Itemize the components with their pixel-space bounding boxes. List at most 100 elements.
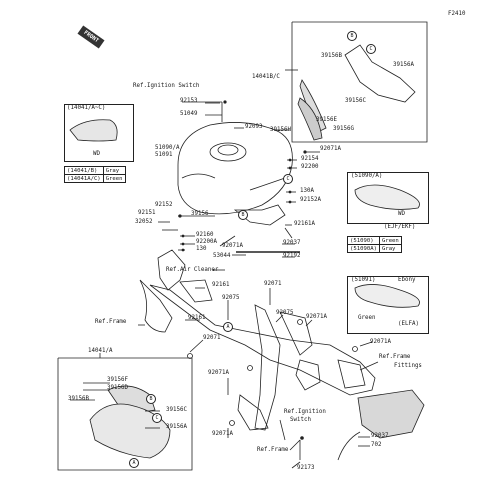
main-frame — [149, 284, 376, 396]
inset-model-code: (ELFA) — [398, 321, 419, 327]
part-label: 92160 — [196, 232, 214, 238]
emblem-elfa — [354, 284, 420, 308]
part-label: 92151 — [138, 210, 156, 216]
part-label: 92071A — [212, 431, 233, 437]
callout-circle: A — [129, 458, 139, 468]
reference-label: Ref.Frame — [379, 354, 411, 360]
reference-label: Ref.Frame — [257, 447, 289, 453]
table-cell: (51090) — [347, 236, 380, 245]
part-label: 92192 — [283, 253, 301, 259]
inset-color: Green — [358, 315, 376, 321]
part-label: 92161 — [212, 282, 230, 288]
part-label: 130 — [196, 246, 207, 252]
down-tube — [254, 304, 281, 431]
part-label: 39156F — [107, 377, 128, 383]
callout-circle: C — [152, 413, 162, 423]
table-cell: (14041/B) — [64, 166, 104, 175]
part-label: 92154 — [301, 156, 319, 162]
side-cover-right — [344, 44, 416, 103]
shroud-upper — [107, 385, 156, 416]
table-cell: Green — [102, 174, 126, 183]
shroud-lower — [89, 403, 171, 459]
part-label: 702 — [371, 442, 382, 448]
steering-head — [139, 279, 173, 333]
part-label: 39156 — [191, 211, 209, 217]
table-cell: (14041A/C) — [64, 174, 104, 183]
inset-frame-bottom-left — [57, 357, 193, 471]
part-label: 39156A — [166, 424, 187, 430]
callout-circle: B — [347, 31, 357, 41]
callout-circle: A — [223, 322, 233, 332]
callout-circle: B — [238, 210, 248, 220]
part-label: 14041/A — [88, 348, 113, 354]
shroud-piece-top-left — [69, 119, 118, 142]
inset-emblem-ejf — [347, 172, 429, 224]
part-label: 92037 — [283, 240, 301, 246]
part-label: 92200 — [301, 164, 319, 170]
inset-model-code: WD — [398, 211, 405, 217]
reference-label: Fittings — [394, 363, 422, 369]
part-label: 92071 — [264, 281, 282, 287]
part-label: 14041B/C — [252, 74, 280, 80]
part-label: 51049 — [180, 111, 198, 117]
part-label: 92071A — [306, 314, 327, 320]
part-label: 39156E — [316, 117, 337, 123]
inset-color: Ebony — [398, 277, 416, 283]
callout-circle: B — [146, 394, 156, 404]
inset-title: (51091) — [351, 277, 376, 283]
reference-label: Ref.Ignition — [284, 409, 326, 415]
color-table-51090: (51090)Green (51090A)Gray — [347, 236, 402, 253]
table-cell: (51090A) — [347, 244, 380, 253]
fuel-cap-seat — [209, 142, 247, 162]
emblem-ejf — [354, 184, 420, 210]
part-label: 32052 — [135, 219, 153, 225]
rear-fender-inner — [357, 389, 425, 439]
part-label: 92071A — [208, 370, 229, 376]
part-label: 92093 — [245, 124, 263, 130]
part-label: 92071A — [320, 146, 341, 152]
reference-label: Ref.Ignition Switch — [133, 83, 200, 89]
part-label: 51090/A — [155, 145, 180, 151]
part-label: 39156H — [270, 127, 291, 133]
part-label: 39156B — [68, 396, 89, 402]
part-label: 92071 — [203, 335, 221, 341]
part-label: 92173 — [297, 465, 315, 471]
part-label: 92161A — [294, 221, 315, 227]
part-label: 92152 — [155, 202, 173, 208]
part-label: 92037 — [371, 433, 389, 439]
reference-label: Switch — [290, 417, 311, 423]
figure-code: F2410 — [448, 11, 466, 17]
part-label: 92075 — [276, 310, 294, 316]
color-table-14041: (14041/B)Gray (14041A/C)Green — [64, 166, 126, 183]
inset-shroud-color — [64, 104, 134, 162]
part-label: 39156B — [321, 53, 342, 59]
engine-mount — [237, 394, 269, 431]
callout-circle: C — [283, 174, 293, 184]
part-label: 39156C — [166, 407, 187, 413]
part-label: 92152A — [300, 197, 321, 203]
inset-frame-top-right — [291, 21, 428, 143]
part-label: 51091 — [155, 152, 173, 158]
part-label: 39156D — [107, 385, 128, 391]
callout-circle: C — [366, 44, 376, 54]
table-cell: Gray — [378, 244, 402, 253]
part-label: 39156A — [393, 62, 414, 68]
reference-label: Ref.Air Cleaner — [166, 267, 219, 273]
inset-title: (14041/A~C) — [67, 105, 106, 111]
fuel-tank — [177, 122, 293, 215]
inset-title: (51090/A) — [351, 173, 383, 179]
part-label: 53044 — [213, 253, 231, 259]
part-label: 39156G — [333, 126, 354, 132]
ignition-bracket — [179, 279, 213, 303]
air-cleaner-bracket — [157, 249, 186, 291]
part-label: 130A — [300, 188, 314, 194]
part-label: 92161 — [188, 315, 206, 321]
part-label: 92200A — [196, 239, 217, 245]
table-cell: Gray — [102, 166, 126, 175]
fuel-cap — [217, 144, 239, 156]
tank-bracket — [233, 204, 286, 226]
inset-model-code: WD — [93, 151, 100, 157]
table-cell: Green — [378, 236, 402, 245]
